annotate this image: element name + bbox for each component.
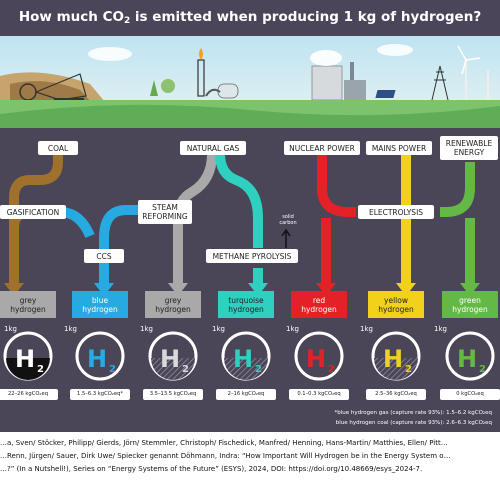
citation-line: …Renn, Jürgen/ Sauer, Dirk Uwe/ Spiecker… [0, 452, 451, 460]
flow-arrow-coal [9, 154, 63, 283]
mass-label: 1kg [434, 325, 447, 333]
flow-arrow-ng-right [215, 153, 263, 248]
arrowhead-green [460, 283, 480, 296]
diagram-background [0, 128, 500, 432]
excavator-boom [34, 73, 87, 101]
arrowhead-grey-1 [4, 283, 24, 296]
h2-letter: H [306, 345, 326, 373]
h2-subscript: 2 [479, 364, 486, 375]
emission-value-grey: 22–26 kgCO₂eq [0, 389, 58, 400]
plant-chimney [350, 62, 354, 80]
h2-subscript: 2 [255, 364, 262, 375]
h2-letter: H [87, 345, 107, 373]
cloud [377, 44, 413, 56]
mass-label: 1kg [212, 325, 225, 333]
solar-panel [375, 90, 396, 98]
hydrogen-icon-blue: H 2 [75, 331, 125, 381]
h2-letter: H [457, 345, 477, 373]
source-label-mains-power: MAINS POWER [366, 141, 432, 155]
arrowhead-grey-2 [168, 283, 188, 296]
arrowhead-blue [94, 283, 114, 296]
h2-subscript: 2 [328, 364, 335, 375]
process-label-steam-reforming: STEAM REFORMING [138, 200, 192, 224]
h2-subscript: 2 [37, 364, 44, 375]
citation-area [0, 432, 500, 500]
gas-tank [217, 83, 239, 99]
emission-value-red: 0.1–0.3 kgCO₂eq [289, 389, 349, 400]
h2-subscript: 2 [405, 364, 412, 375]
page-title: How much CO2 is emitted when producing 1… [18, 9, 482, 26]
mass-label: 1kg [140, 325, 153, 333]
emission-value-green: 0 kgCO₂eq [440, 389, 500, 400]
landscape-illustration [0, 36, 500, 128]
flow-arrow-renewable [440, 162, 475, 217]
cloud [88, 47, 132, 61]
process-label-methane-pyrolysis: METHANE PYROLYSIS [206, 249, 298, 263]
flow-arrow-gasification-grey [9, 207, 31, 283]
citation-line: …?” (In a Nutshell!), Series on “Energy … [0, 465, 423, 473]
source-label-renewable-energy: RENEWABLE ENERGY [440, 136, 498, 160]
process-label-ccs: CCS [84, 249, 124, 263]
title-bar [0, 0, 500, 36]
emission-value-turquoise: 2–16 kgCO₂eq [216, 389, 276, 400]
emission-value-blue: 1.5–6.3 kgCO₂eq* [70, 389, 130, 400]
h2-letter: H [233, 345, 253, 373]
source-label-natural-gas: NATURAL GAS [180, 141, 246, 155]
h2-letter: H [383, 345, 403, 373]
h2-letter: H [160, 345, 180, 373]
gas-pipe [205, 88, 221, 97]
cooling-tower [311, 65, 343, 101]
hydrogen-icon-green: H 2 [445, 331, 495, 381]
tree [150, 80, 158, 96]
emission-value-grey-2: 3.5–13.5 kgCO₂eq [143, 389, 203, 400]
power-pylon [431, 65, 449, 101]
footnote-blue-gas: *blue hydrogen gas (capture rate 93%): 1… [334, 410, 492, 416]
source-label-nuclear-power: NUCLEAR POWER [284, 141, 360, 155]
hydrogen-icon-yellow: H 2 [371, 331, 421, 381]
h2-subscript: 2 [182, 364, 189, 375]
hydrogen-icon-grey: H 2 [3, 331, 53, 381]
mass-label: 1kg [64, 325, 77, 333]
emission-value-yellow: 2.5–36 kgCO₂eq [366, 389, 426, 400]
hill [0, 104, 500, 128]
hydrogen-icons: H 2 H 2 H 2 H 2 H 2 H 2 [3, 331, 495, 381]
solid-carbon-arrow [281, 228, 291, 248]
source-label-coal: COAL [38, 141, 78, 155]
arrowhead-red [316, 283, 336, 296]
h2-letter: H [15, 345, 35, 373]
mass-label: 1kg [4, 325, 17, 333]
mass-label: 1kg [360, 325, 373, 333]
mass-label: 1kg [286, 325, 299, 333]
process-label-electrolysis: ELECTROLYSIS [358, 205, 434, 219]
tree-round [161, 79, 175, 93]
hydrogen-icon-red: H 2 [294, 331, 344, 381]
process-label-gasification: GASIFICATION [0, 205, 66, 219]
citation-text: …a, Sven/ Stöcker, Philipp/ Gierds, Jörn… [0, 437, 500, 476]
flow-arrow-reforming-ccs [99, 205, 150, 283]
arrowhead-turquoise [248, 283, 268, 296]
gas-flame-icon [199, 48, 203, 60]
h2-subscript: 2 [109, 364, 116, 375]
hydrogen-icon-turquoise: H 2 [221, 331, 271, 381]
wind-turbine-blades [457, 45, 481, 75]
citation-line: …a, Sven/ Stöcker, Philipp/ Gierds, Jörn… [0, 439, 448, 447]
solid-carbon-label: solid carbon [279, 214, 297, 226]
footnotes: *blue hydrogen gas (capture rate 93%): 1… [335, 408, 492, 428]
footnote-blue-coal: blue hydrogen coal (capture rate 93%): 2… [335, 420, 492, 426]
steam-cloud [310, 50, 342, 66]
hydrogen-icon-grey-2: H 2 [148, 331, 198, 381]
arrowhead-yellow [396, 283, 416, 296]
power-plant-building [344, 80, 366, 100]
flow-arrow-nuclear [317, 154, 356, 217]
